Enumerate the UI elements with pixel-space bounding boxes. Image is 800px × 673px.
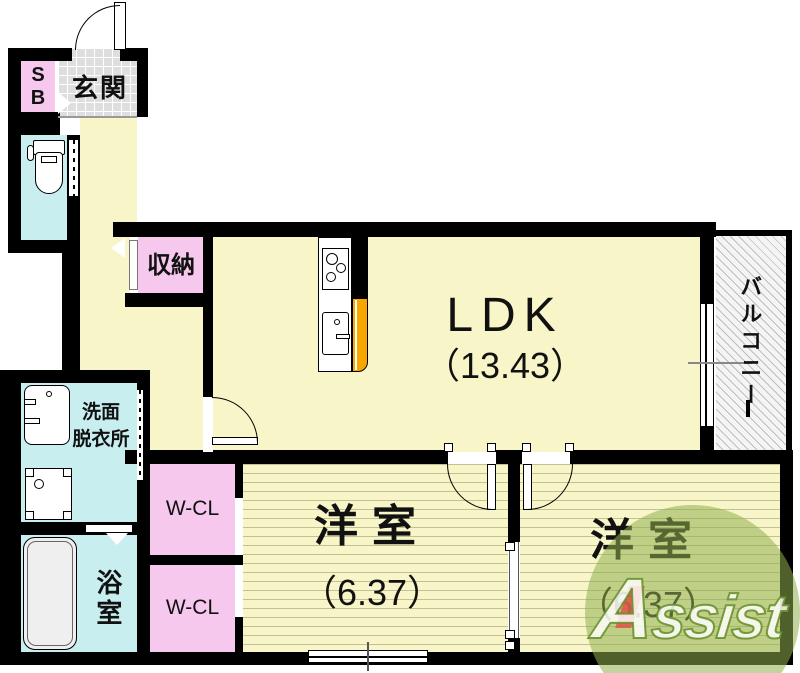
pan-corner — [63, 511, 72, 520]
wall — [235, 617, 243, 652]
partition-tick — [505, 630, 515, 639]
wall — [8, 48, 72, 61]
bathtub-icon — [23, 537, 77, 650]
entry-door-swing-arc — [75, 5, 120, 50]
partition-tick — [505, 542, 515, 551]
storage-label: 収納 — [147, 252, 195, 279]
ldk-floor — [213, 237, 700, 452]
wall — [700, 427, 714, 452]
wall — [8, 240, 80, 253]
washbasin-towel-bar — [24, 418, 40, 424]
assist-watermark-initial: A — [587, 560, 659, 658]
toilet-seat-icon — [41, 156, 57, 163]
balcony-floor — [716, 236, 786, 452]
entrance-step-marker — [58, 92, 71, 114]
wall — [0, 370, 21, 665]
storage-floor — [138, 237, 203, 293]
kitchen-sink-icon — [322, 312, 349, 355]
kitchen-counter-line — [355, 300, 357, 370]
entrance-label: 玄関 — [71, 73, 128, 103]
shoe-box-label-line2: B — [30, 87, 46, 109]
shoe-box-floor — [20, 61, 55, 112]
kitchen-faucet-icon — [334, 319, 340, 325]
balcony-window-rail — [688, 362, 752, 364]
wall — [125, 293, 213, 307]
balcony-window — [700, 303, 714, 427]
washroom-label-line2: 脱衣所 — [72, 428, 130, 450]
drain-icon — [34, 479, 44, 489]
stove-burner-icon — [326, 253, 338, 265]
balcony-divider-tick — [746, 400, 750, 417]
wall — [508, 452, 520, 542]
wall — [62, 253, 80, 373]
wcl-top-label: W-CL — [165, 497, 220, 520]
wall — [0, 370, 137, 383]
stove-burner-icon — [336, 263, 346, 273]
partition-tick — [505, 641, 515, 650]
bathroom-label: 浴室 — [92, 568, 123, 629]
bathtub-inner-line — [27, 541, 73, 646]
wall — [125, 450, 448, 464]
wall — [138, 555, 243, 565]
storage-door-marker — [111, 238, 125, 258]
assist-watermark-rest: ssist — [648, 582, 789, 653]
washroom-label-line1: 洗面 — [81, 402, 120, 423]
south-window-center-tick — [367, 642, 369, 671]
hallway-floor — [80, 117, 137, 237]
entrance-step-line — [58, 116, 137, 118]
kitchen-faucet-handle — [336, 334, 350, 339]
wall — [203, 307, 213, 397]
wcl-bottom-floor — [150, 565, 235, 652]
bedroom-left-floor — [243, 464, 508, 652]
washbasin-faucet-icon — [46, 391, 52, 397]
shoe-box-label: S B — [24, 64, 52, 110]
bathroom-door-marker — [106, 533, 128, 545]
pan-corner — [63, 468, 72, 477]
shoe-box-label-line1: S — [31, 64, 45, 86]
wall — [8, 112, 60, 135]
assist-logo-circle — [585, 505, 800, 673]
balcony-window-sash — [705, 304, 707, 426]
wall — [235, 452, 243, 498]
wall — [203, 225, 213, 307]
stove-burner-icon — [326, 272, 336, 282]
door-frame-post — [565, 443, 574, 452]
storage-door — [129, 240, 138, 290]
wcl-top-floor — [150, 464, 235, 555]
bedroom-left-label: 洋室 — [314, 502, 430, 551]
ldk-door-opening — [203, 397, 213, 452]
door-frame-post — [522, 443, 531, 452]
washroom-label: 洗面 脱衣所 — [66, 400, 136, 453]
wall — [8, 48, 21, 253]
wall — [570, 450, 793, 464]
toilet-controls-icon — [27, 145, 34, 161]
ldk-area-label: （13.43） — [423, 345, 587, 386]
balcony-label: バルコニー — [737, 275, 763, 410]
toilet-sliding-door — [69, 140, 78, 196]
bathroom-door — [85, 524, 133, 533]
wall — [113, 222, 716, 237]
ldk-label: LDK — [446, 289, 564, 342]
washroom-sliding-door — [137, 390, 143, 480]
bedroom-left-area-label: （6.37） — [300, 572, 444, 613]
door-frame-post — [444, 443, 453, 452]
hallway-floor — [150, 373, 203, 452]
balcony-wall — [716, 230, 786, 236]
assist-watermark: Assist — [587, 560, 790, 659]
kitchen-wall — [352, 237, 368, 298]
pan-corner — [25, 511, 34, 520]
wall — [700, 237, 714, 303]
wcl-bottom-label: W-CL — [165, 596, 220, 619]
pan-corner — [25, 468, 34, 477]
hallway-floor — [80, 307, 203, 373]
washbasin-soap-tray — [24, 399, 36, 405]
door-frame-post — [487, 443, 496, 452]
bedroom-partition — [509, 542, 519, 638]
wall — [137, 48, 148, 117]
balcony-wall — [786, 230, 792, 452]
